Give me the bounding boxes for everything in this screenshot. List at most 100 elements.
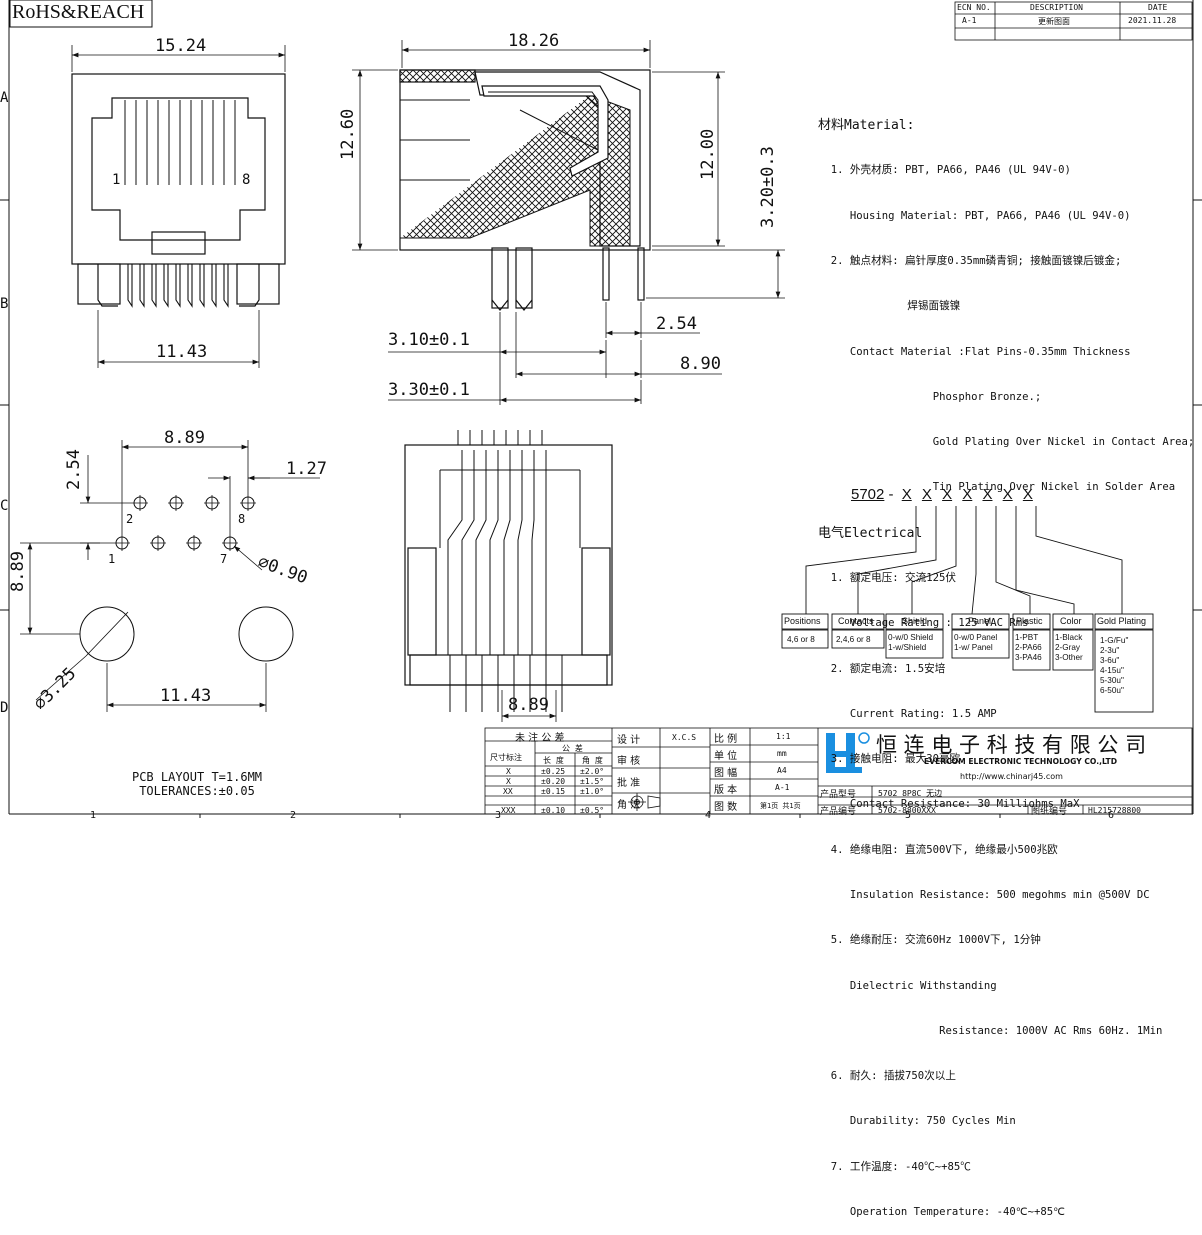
option-title-shield: Shield bbox=[902, 616, 928, 626]
electrical-line: 4. 绝缘电阻: 直流500V下, 绝缘最小500兆欧 bbox=[818, 843, 1058, 856]
electrical-line: Resistance: 1000V AC Rms 60Hz. 1Min bbox=[818, 1024, 1163, 1037]
drawing-canvas bbox=[0, 0, 1202, 818]
material-line: Housing Material: PBT, PA66, PA46 (UL 94… bbox=[818, 209, 1131, 222]
info-label-version: 版 本 bbox=[714, 785, 738, 796]
revision-table-grid bbox=[954, 1, 1193, 41]
bottom-view bbox=[404, 430, 613, 722]
option-title-contacts: Contacts bbox=[838, 616, 874, 626]
tolerance-label: 尺寸标注 bbox=[490, 753, 522, 762]
side-view bbox=[352, 40, 785, 405]
tolerance-row: ±0.25 bbox=[541, 767, 566, 776]
zone-row-d: D bbox=[0, 700, 9, 716]
dim-pitch-2-54: 2.54 bbox=[656, 314, 697, 334]
tolerance-sub: 公 差 bbox=[562, 744, 583, 753]
electrical-line: 2. 额定电流: 1.5安培 bbox=[818, 662, 946, 675]
dim-pin-height-3-20: 3.20±0.3 bbox=[758, 146, 778, 228]
specification-block: 材料Material: 1. 外壳材质: PBT, PA66, PA46 (UL… bbox=[818, 88, 1194, 1235]
zone-col-3: 3 bbox=[495, 810, 502, 821]
zone-row-b: B bbox=[0, 296, 9, 312]
part-number-prefix: 5702 bbox=[851, 486, 885, 503]
electrical-line: Insulation Resistance: 500 megohms min @… bbox=[818, 888, 1150, 901]
electrical-line: Current Rating: 1.5 AMP bbox=[818, 707, 997, 720]
option-title-gold-plating: Gold Plating bbox=[1097, 616, 1147, 626]
tolerance-row: XXX bbox=[501, 806, 516, 815]
part-number-slot: X bbox=[1022, 486, 1033, 503]
material-line: Gold Plating Over Nickel in Contact Area… bbox=[818, 436, 1195, 449]
rohs-reach-stamp: RoHS&REACH bbox=[12, 1, 145, 23]
hole-label-7: 7 bbox=[220, 552, 228, 566]
title-block-grid bbox=[484, 727, 1193, 815]
material-line: Phosphor Bronze.; bbox=[818, 390, 1042, 403]
electrical-line: Durability: 750 Cycles Min bbox=[818, 1115, 1016, 1128]
tolerance-row: X bbox=[506, 767, 511, 776]
pcb-layout-thickness: PCB LAYOUT T=1.6MM bbox=[131, 770, 263, 784]
info-label-unit: 单 位 bbox=[714, 751, 738, 762]
drawing-number-value: HL215728800 bbox=[1088, 806, 1141, 815]
dim-width-15-24: 15.24 bbox=[155, 36, 207, 56]
zone-col-6: 6 bbox=[1108, 810, 1115, 821]
designer-value: X.C.S bbox=[672, 733, 697, 742]
part-number-slot: X bbox=[982, 486, 993, 503]
material-line: 1. 外壳材质: PBT, PA66, PA46 (UL 94V-0) bbox=[818, 164, 1071, 177]
electrical-line: Contact Resistance: 30 Milliohms MaX bbox=[818, 798, 1080, 811]
stamp-box bbox=[9, 0, 153, 28]
dim-pin-span-11-43: 11.43 bbox=[156, 342, 208, 362]
dim-height-12-00: 12.00 bbox=[698, 128, 718, 180]
dim-pcb-1-27: 1.27 bbox=[286, 459, 327, 479]
tolerance-row: XX bbox=[503, 787, 513, 796]
material-line: 2. 触点材料: 扁针厚度0.35mm磷青铜; 接触面镀镍后镀金; bbox=[818, 255, 1122, 268]
material-line: Contact Material :Flat Pins-0.35mm Thick… bbox=[818, 345, 1131, 358]
company-name-en: EVERCOM ELECTRONIC TECHNOLOGY CO.,LTD bbox=[924, 757, 1118, 766]
material-line: 焊锡面镀镍 bbox=[818, 300, 961, 313]
option-values-panel: 0-w/0 Panel 1-w/ Panel bbox=[954, 633, 998, 652]
tolerance-col-angle: 角 度 bbox=[582, 756, 603, 765]
role-design: 设 计 bbox=[617, 735, 641, 746]
company-url: http://www.chinarj45.com bbox=[960, 772, 1063, 781]
info-label-scale: 比 例 bbox=[714, 734, 738, 745]
dim-8-90: 8.90 bbox=[680, 354, 721, 374]
tolerance-row: ±0.20 bbox=[541, 777, 566, 786]
front-view bbox=[71, 45, 286, 368]
pin-label-1: 1 bbox=[112, 172, 121, 188]
option-values-plastic: 1-PBT 2-PA66 3-PA46 bbox=[1015, 633, 1042, 662]
tolerance-row: ±1.5° bbox=[580, 777, 605, 786]
pcb-layout-view bbox=[20, 440, 320, 712]
zone-row-c: C bbox=[0, 498, 9, 514]
zone-row-a: A bbox=[0, 90, 9, 106]
part-number-slot: X bbox=[901, 486, 912, 503]
role-projection: 角 法 bbox=[617, 800, 641, 811]
zone-col-4: 4 bbox=[705, 810, 712, 821]
electrical-line: Operation Temperature: -40℃~+85℃ bbox=[818, 1205, 1066, 1218]
dim-pcb-2-54: 2.54 bbox=[64, 449, 84, 490]
tolerance-row: ±0.5° bbox=[580, 806, 605, 815]
option-values-positions: 4,6 or 8 bbox=[787, 635, 815, 644]
zone-col-5: 5 bbox=[905, 810, 912, 821]
option-values-contacts: 2,4,6 or 8 bbox=[836, 635, 871, 644]
code-value: 5702-8800XXX bbox=[878, 806, 936, 815]
rev-description-value: 更新图面 bbox=[1038, 17, 1070, 26]
model-label: 产品型号 bbox=[820, 790, 857, 800]
rev-header-description: DESCRIPTION bbox=[1030, 3, 1083, 12]
info-value-scale: 1:1 bbox=[776, 732, 791, 741]
option-title-plastic: Plastic bbox=[1016, 616, 1043, 626]
option-values-gold-plating: 1-G/Fu" 2-3u" 3-6u" 4-15u" 5-30u" 6-50u" bbox=[1100, 636, 1129, 695]
zone-col-1: 1 bbox=[90, 810, 97, 821]
option-title-color: Color bbox=[1060, 616, 1082, 626]
zone-col-2: 2 bbox=[290, 810, 297, 821]
rev-date-value: 2021.11.28 bbox=[1128, 16, 1177, 25]
electrical-title: 电气Electrical bbox=[818, 525, 923, 541]
part-number-tree bbox=[781, 506, 1154, 713]
dim-3-10: 3.10±0.1 bbox=[388, 330, 470, 350]
option-title-positions: Positions bbox=[784, 616, 821, 626]
hole-label-8: 8 bbox=[238, 512, 246, 526]
electrical-line: 7. 工作温度: -40℃~+85℃ bbox=[818, 1160, 971, 1173]
tolerance-title: 未 注 公 差 bbox=[515, 733, 565, 744]
rev-header-ecn: ECN NO. bbox=[957, 3, 991, 12]
material-line: Tin Plating Over Nickel in Solder Area bbox=[818, 481, 1176, 494]
pin-label-8: 8 bbox=[242, 172, 251, 188]
dim-height-12-60: 12.60 bbox=[338, 108, 358, 160]
company-name-cn: 恒 连 电 子 科 技 有 限 公 司 bbox=[876, 733, 1147, 757]
rev-ecn-value: A-1 bbox=[962, 16, 977, 25]
info-value-unit: mm bbox=[777, 749, 787, 758]
option-title-panel: Panel bbox=[968, 616, 992, 626]
